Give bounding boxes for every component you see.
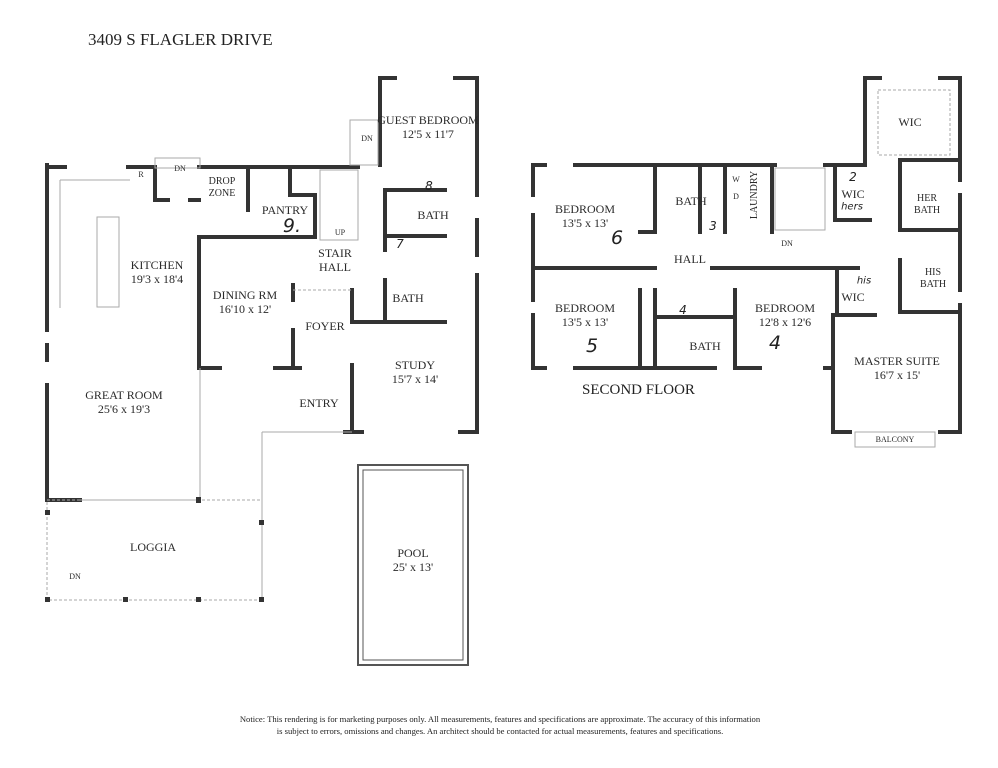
- room-his-bath: HIS BATH: [919, 267, 947, 290]
- room-name: BEDROOM: [554, 301, 616, 315]
- room-master-wic: WIC: [898, 115, 922, 129]
- room-guest-bedroom: GUEST BEDROOM 12'5 x 11'7: [377, 113, 478, 141]
- room-guest-bath: BATH: [417, 208, 449, 222]
- room-name: GUEST BEDROOM: [377, 113, 479, 127]
- room-name: KITCHEN: [130, 258, 184, 272]
- stair-down-mark: DN: [174, 164, 186, 173]
- handwritten-note-9: 9.: [282, 215, 302, 237]
- second-floor-walls: [531, 76, 962, 434]
- room-hall: HALL: [674, 252, 706, 266]
- room-great-room: GREAT ROOM 25'6 x 19'3: [85, 388, 162, 416]
- room-bath-3: BATH: [675, 194, 707, 208]
- notice-line-2: is subject to errors, omissions and chan…: [276, 726, 724, 736]
- room-dims: 15'7 x 14': [391, 372, 439, 386]
- room-entry: ENTRY: [299, 396, 339, 410]
- handwritten-note-5: 5: [585, 335, 599, 357]
- first-floor-posts: [45, 497, 264, 602]
- stair-up-mark: UP: [334, 228, 346, 237]
- notice-line-1: Notice: This rendering is for marketing …: [239, 714, 761, 724]
- handwritten-note-7: 7: [396, 237, 404, 251]
- washer-mark: W: [732, 175, 740, 184]
- stair-down-mark: DN: [781, 239, 793, 248]
- room-dining: DINING RM 16'10 x 12': [213, 288, 277, 316]
- handwritten-note-4-bath: 4: [679, 303, 687, 317]
- pool-outline: [357, 464, 469, 666]
- handwritten-note-4: 4: [768, 332, 782, 354]
- room-name: GREAT ROOM: [85, 388, 163, 402]
- first-floor-walls: [45, 76, 479, 502]
- room-name: DINING RM: [212, 288, 278, 302]
- room-dims: 16'10 x 12': [218, 302, 272, 316]
- room-wic-his: WIC: [841, 290, 865, 304]
- room-name: POOL: [397, 546, 429, 560]
- room-her-bath: HER BATH: [913, 193, 941, 216]
- handwritten-note-hers: hers: [841, 201, 863, 213]
- room-bedroom-6: BEDROOM 13'5 x 13': [555, 202, 615, 230]
- room-dims: 19'3 x 18'4: [130, 272, 184, 286]
- room-dims: 13'5 x 13': [561, 216, 609, 230]
- room-pool: POOL 25' x 13': [393, 546, 433, 574]
- room-dims: 12'5 x 11'7: [402, 127, 454, 141]
- second-floor-light-lines: [774, 89, 951, 448]
- room-laundry: LAUNDRY: [749, 170, 760, 220]
- room-dims: 25'6 x 19'3: [97, 402, 151, 416]
- dryer-mark: D: [733, 192, 739, 201]
- room-bath-4: BATH: [689, 339, 721, 353]
- disclaimer-notice: Notice: This rendering is for marketing …: [190, 713, 810, 737]
- handwritten-note-3: 3: [709, 219, 717, 233]
- room-bedroom-4: BEDROOM 12'8 x 12'6: [755, 301, 815, 329]
- room-pantry: PANTRY: [261, 203, 309, 217]
- room-dims: 16'7 x 15': [873, 368, 921, 382]
- room-dims: 25' x 13': [392, 560, 434, 574]
- room-balcony: BALCONY: [875, 435, 915, 444]
- stair-down-mark: DN: [361, 134, 373, 143]
- room-loggia: LOGGIA: [130, 540, 176, 554]
- refrigerator-mark: R: [138, 170, 144, 179]
- room-study: STUDY 15'7 x 14': [392, 358, 438, 386]
- room-kitchen: KITCHEN 19'3 x 18'4: [131, 258, 184, 286]
- stair-down-mark: DN: [69, 572, 81, 581]
- room-dims: 12'8 x 12'6: [758, 315, 812, 329]
- handwritten-note-6: 6: [610, 227, 624, 249]
- property-title: 3409 S FLAGLER DRIVE: [88, 30, 273, 49]
- room-master-suite: MASTER SUITE 16'7 x 15': [854, 354, 940, 382]
- handwritten-note-2: 2: [849, 170, 857, 184]
- room-name: STUDY: [394, 358, 436, 372]
- room-name: MASTER SUITE: [854, 354, 940, 368]
- room-name: BEDROOM: [754, 301, 816, 315]
- room-bedroom-5: BEDROOM 13'5 x 13': [555, 301, 615, 329]
- room-wic-hers: WIC: [841, 187, 865, 201]
- room-powder-bath: BATH: [392, 291, 424, 305]
- room-stair-hall: STAIR HALL: [318, 246, 352, 274]
- second-floor-title: SECOND FLOOR: [582, 382, 695, 398]
- first-floor-light-lines: [46, 119, 379, 601]
- room-name: BEDROOM: [554, 202, 616, 216]
- room-drop-zone: DROP ZONE: [208, 176, 236, 199]
- handwritten-note-his: his: [856, 275, 872, 287]
- room-dims: 13'5 x 13': [561, 315, 609, 329]
- room-foyer: FOYER: [305, 319, 345, 333]
- handwritten-note-8: 8: [425, 179, 433, 193]
